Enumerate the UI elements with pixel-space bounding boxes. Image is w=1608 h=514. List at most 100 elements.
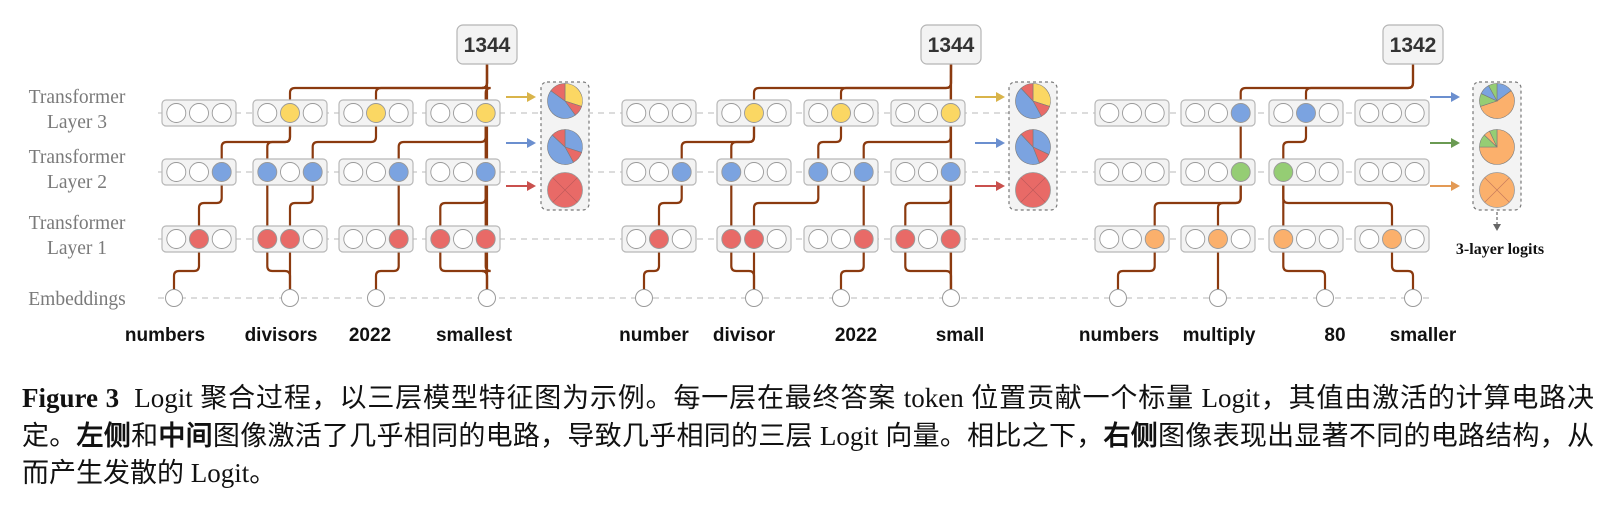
pie-slice: [550, 83, 566, 102]
inactive-feature-node: [626, 229, 647, 249]
arrow-head-icon: [527, 138, 536, 148]
logit-pie: [547, 172, 583, 208]
feature-box-middle-layer2: [890, 158, 966, 186]
inactive-feature-node: [1122, 229, 1142, 249]
feature-box-middle-layer2: [621, 158, 697, 186]
feature-box-left-layer3: [252, 99, 328, 127]
answer-box-rect: [1382, 24, 1444, 65]
inactive-feature-node: [649, 162, 669, 182]
inactive-feature-node: [1404, 162, 1425, 182]
caption-text-1: Logit 聚合过程，以三层模型特征图为示例。每一层在最终答案 token 位置…: [22, 383, 1594, 451]
embedding-node: [745, 289, 763, 307]
layer3-label-line2: Layer 3: [47, 112, 107, 133]
feature-box-left-layer2: [425, 158, 501, 186]
inactive-feature-node: [1382, 103, 1402, 123]
three-layer-logits-label: 3-layer logits: [1456, 241, 1544, 258]
feature-box-middle-layer2: [716, 158, 792, 186]
inactive-feature-node: [166, 229, 187, 249]
pie-slice: [1015, 87, 1042, 119]
feature-box-middle-layer3: [621, 99, 697, 127]
arrow-head-icon: [1451, 92, 1460, 102]
active-feature-node: [940, 229, 961, 249]
inactive-feature-node: [211, 229, 232, 249]
logit-aggregation-figure: Transformer Layer 3 Transformer Layer 2 …: [28, 24, 1544, 346]
answer-box-right: 1342: [1382, 24, 1444, 65]
wire-feature-link: [1282, 172, 1394, 239]
wire-embedding-to-layer1: [1282, 239, 1327, 298]
token-label: smaller: [1390, 325, 1457, 346]
token-label: number: [619, 325, 689, 346]
pie-slice: [564, 129, 583, 153]
pie-slice: [1020, 83, 1034, 102]
inactive-feature-node: [1318, 229, 1339, 249]
feature-box-right-layer2: [1354, 158, 1430, 186]
token-label: smallest: [436, 325, 513, 346]
wire-feature-link: [1282, 113, 1308, 172]
inactive-feature-node: [1099, 103, 1120, 123]
embedding-node: [367, 289, 385, 307]
wire-embedding-to-layer1: [642, 239, 661, 298]
inactive-feature-node: [430, 103, 451, 123]
inactive-feature-node: [366, 162, 386, 182]
active-feature-node: [1208, 229, 1228, 249]
wire-feature-link: [657, 172, 683, 239]
logit-pies-right: [1430, 81, 1522, 231]
inactive-feature-node: [1359, 103, 1380, 123]
inactive-feature-node: [1099, 162, 1120, 182]
wire-feature-link: [817, 113, 843, 172]
token-label: numbers: [1079, 325, 1159, 346]
logit-pie: [1015, 83, 1051, 119]
inactive-feature-node: [626, 162, 647, 182]
inactive-feature-node: [808, 229, 829, 249]
inactive-feature-node: [1185, 103, 1206, 123]
pie-slice: [1479, 90, 1515, 119]
logit-pie: [547, 83, 583, 119]
inactive-feature-node: [1122, 162, 1142, 182]
inactive-feature-node: [1318, 162, 1339, 182]
feature-box-middle-layer3: [716, 99, 792, 127]
logit-pie: [1479, 172, 1515, 208]
wire-feature-link: [730, 113, 756, 172]
active-feature-node: [430, 229, 451, 249]
token-label: numbers: [125, 325, 205, 346]
wire-embedding-to-layer1: [1116, 239, 1156, 298]
inactive-feature-node: [1359, 162, 1380, 182]
logit-pie: [1015, 129, 1051, 165]
embedding-node: [281, 289, 299, 307]
active-feature-node: [721, 162, 742, 182]
feature-box-middle-layer1: [890, 225, 966, 253]
layer1-label-line2: Layer 1: [47, 238, 107, 259]
inactive-feature-node: [744, 162, 764, 182]
feature-box-middle-layer1: [803, 225, 879, 253]
inactive-feature-node: [895, 103, 916, 123]
active-feature-node: [1296, 103, 1316, 123]
logit-pie: [1479, 83, 1515, 119]
inactive-feature-node: [831, 229, 851, 249]
layer1-label-line1: Transformer: [29, 213, 126, 234]
inactive-feature-node: [853, 103, 874, 123]
inactive-feature-node: [918, 162, 938, 182]
layer-guide-lines: [158, 112, 1430, 299]
arrow-head-icon: [996, 181, 1005, 191]
layer-labels: Transformer Layer 3 Transformer Layer 2 …: [28, 87, 126, 310]
active-feature-node: [1273, 162, 1294, 182]
pie-slice: [1032, 129, 1051, 155]
pie-slice: [1489, 129, 1498, 148]
inactive-feature-node: [1359, 229, 1380, 249]
inactive-feature-node: [1185, 162, 1206, 182]
token-label: multiply: [1183, 325, 1256, 346]
inactive-feature-node: [1230, 229, 1251, 249]
caption-bold-middle: 中间: [158, 420, 213, 451]
feature-box-middle-layer3: [890, 99, 966, 127]
arrow-head-icon: [996, 92, 1005, 102]
inactive-feature-node: [1208, 103, 1228, 123]
inactive-feature-node: [366, 229, 386, 249]
inactive-feature-node: [189, 162, 209, 182]
wire-feature-link: [197, 172, 223, 239]
token-label: 2022: [349, 325, 391, 346]
inactive-feature-node: [721, 103, 742, 123]
active-feature-node: [257, 229, 278, 249]
active-feature-node: [808, 162, 829, 182]
embedding-node: [635, 289, 653, 307]
pie-slice: [547, 134, 574, 165]
